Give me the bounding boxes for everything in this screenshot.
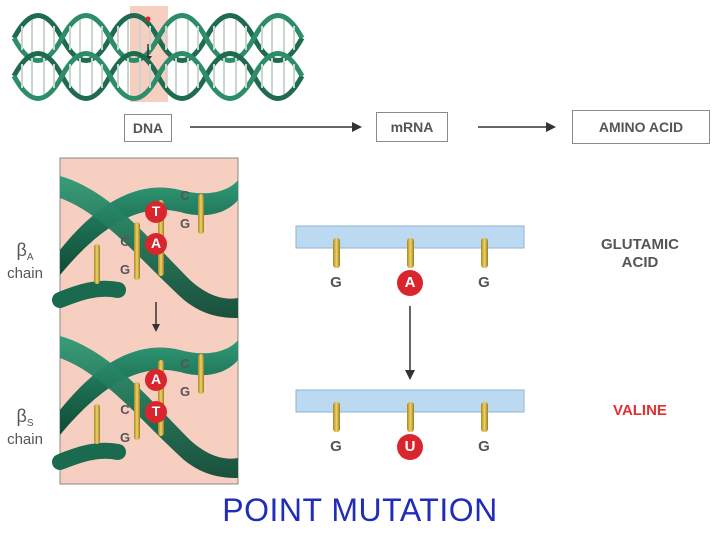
greek-beta-s: β: [16, 406, 27, 426]
amino-acid-valine: VALINE: [613, 402, 667, 419]
dna-helix-lower: [11, 51, 305, 101]
amino-glutamic-line2: ACID: [621, 254, 659, 271]
helix-top-pair-right-1: C: [180, 188, 190, 203]
codon-circle-bottom: [397, 434, 423, 460]
flow-box-mrna: mRNA: [376, 112, 448, 142]
chain-word-a: chain: [7, 265, 43, 282]
codon-circle-top: [397, 270, 423, 296]
helix-bottom-base-1: A: [150, 371, 162, 387]
base-circle-bottom-2: [145, 401, 167, 423]
base-circle-top-2: [145, 233, 167, 255]
helix-top-base-1: T: [151, 203, 161, 219]
flow-label-dna: DNA: [132, 120, 164, 136]
helix-bottom-pair-left-2: G: [119, 430, 131, 445]
helix-top-pair-right-2: G: [179, 216, 191, 231]
helix-bottom-pair-right-1: C: [180, 356, 190, 371]
chain-sub-s: S: [26, 418, 34, 429]
base-circle-top-1: [145, 201, 167, 223]
chain-label-beta-s: βS chain: [2, 406, 48, 448]
flow-label-mrna: mRNA: [390, 119, 434, 135]
chain-sub-a: A: [26, 252, 34, 263]
amino-acid-glutamic: GLUTAMIC ACID: [580, 236, 700, 272]
dna-helix-upper: [11, 6, 305, 102]
helix-bottom-pair-right-2: G: [179, 384, 191, 399]
helix-top-pair-left-2: G: [119, 262, 131, 277]
flow-box-amino-acid: AMINO ACID: [572, 110, 710, 144]
codon-bottom-2: U: [404, 438, 416, 455]
base-circle-bottom-1: [145, 369, 167, 391]
helix-bottom-pair-left-1: C: [120, 402, 130, 417]
chain-label-beta-a: βA chain: [2, 240, 48, 282]
slide-title: POINT MUTATION: [222, 492, 498, 528]
chain-word-s: chain: [7, 431, 43, 448]
codon-top-1: G: [330, 274, 342, 291]
helix-top-pair-left-1: C: [120, 234, 130, 249]
flow-box-dna: DNA: [124, 114, 172, 142]
amino-glutamic-line1: GLUTAMIC: [600, 236, 680, 253]
greek-beta-a: β: [16, 240, 27, 260]
codon-bottom-1: G: [330, 438, 342, 455]
flow-label-amino-acid: AMINO ACID: [598, 119, 684, 135]
codon-bottom-3: G: [478, 438, 490, 455]
helix-top-base-2: A: [150, 235, 162, 251]
codon-top-3: G: [478, 274, 490, 291]
helix-bottom-base-2: T: [151, 403, 161, 419]
codon-top-2: A: [404, 274, 416, 291]
